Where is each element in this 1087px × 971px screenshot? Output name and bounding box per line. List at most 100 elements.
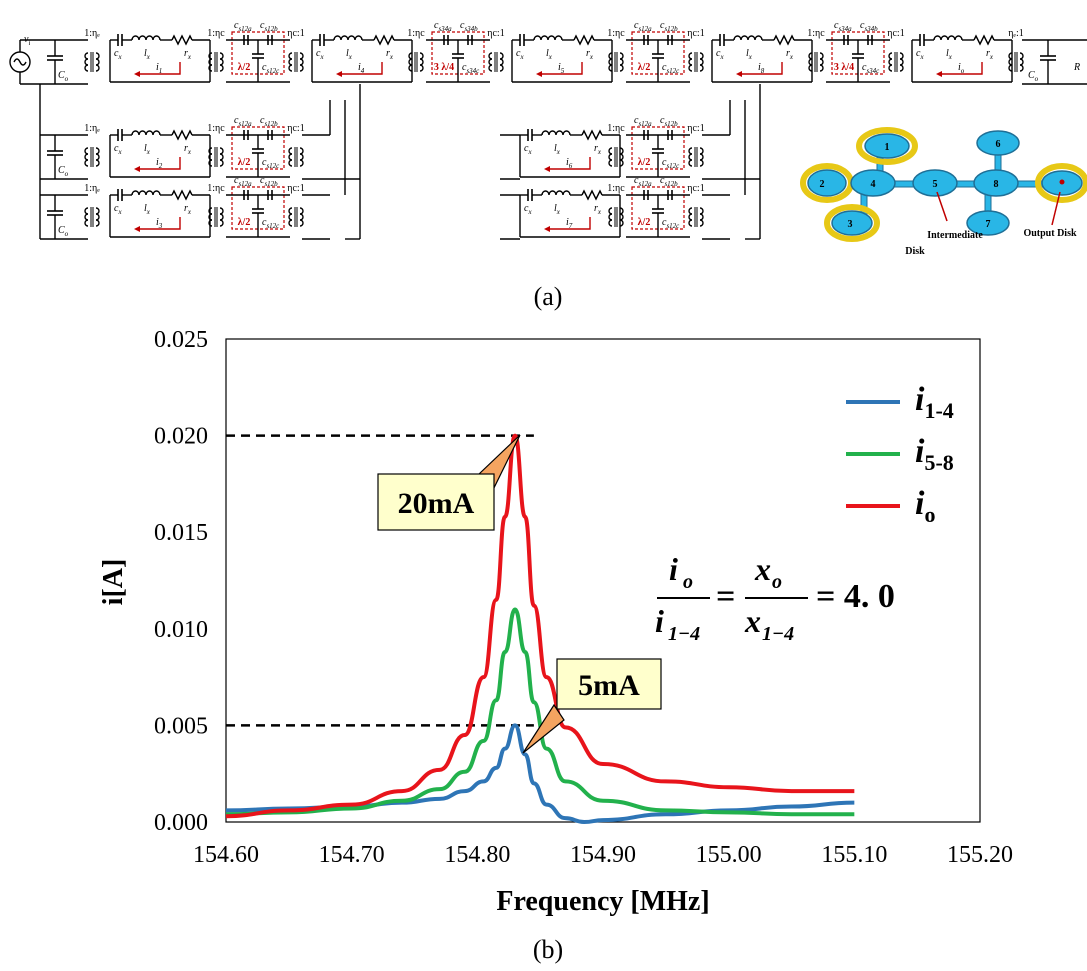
svg-text:1:ηc: 1:ηc xyxy=(807,28,825,39)
svg-text:i3: i3 xyxy=(156,217,163,230)
svg-text:lx: lx xyxy=(144,203,151,216)
svg-text:8: 8 xyxy=(994,179,999,190)
svg-text:cs12a: cs12a xyxy=(234,175,252,188)
intermediate-arrow xyxy=(936,191,948,222)
transformer: 1:ηₑ xyxy=(84,123,100,167)
svg-text:cs12b: cs12b xyxy=(260,175,278,188)
svg-text:i7: i7 xyxy=(566,217,573,230)
svg-text:rx: rx xyxy=(184,143,192,156)
disk-8: 8 xyxy=(973,169,1019,197)
svg-text:lx: lx xyxy=(554,143,561,156)
svg-text:cx: cx xyxy=(114,143,122,156)
svg-text:io: io xyxy=(958,62,965,75)
svg-text:1−4: 1−4 xyxy=(762,623,794,645)
svg-text:1:ηc: 1:ηc xyxy=(207,183,225,194)
svg-text:cx: cx xyxy=(524,143,532,156)
y-tick-label: 0.005 xyxy=(154,713,208,739)
svg-text:i2: i2 xyxy=(156,157,163,170)
svg-text:20mA: 20mA xyxy=(398,487,475,520)
svg-text:3 λ/4: 3 λ/4 xyxy=(834,62,854,73)
svg-text:3: 3 xyxy=(848,219,853,230)
svg-text:cs12c: cs12c xyxy=(262,217,280,230)
svg-text:cx: cx xyxy=(316,48,324,61)
ratio-equation: i o i 1−4 = x o x 1−4 = 4. 0 xyxy=(655,551,895,645)
svg-text:6: 6 xyxy=(996,139,1001,150)
transformer: ηc:1 xyxy=(487,28,505,72)
disk-6: 6 xyxy=(976,130,1020,156)
x-tick-label: 154.80 xyxy=(444,842,510,868)
svg-text:cs12a: cs12a xyxy=(634,115,652,128)
svg-text:1:ηc: 1:ηc xyxy=(407,28,425,39)
y-tick-label: 0.010 xyxy=(154,617,208,643)
x-tick-label: 155.10 xyxy=(821,842,887,868)
svg-text:cs12c: cs12c xyxy=(662,157,680,170)
disk-5: 5 xyxy=(912,169,958,197)
svg-text:i6: i6 xyxy=(566,157,573,170)
x-tick-label: 155.20 xyxy=(947,842,1013,868)
svg-text:rx: rx xyxy=(986,48,994,61)
svg-text:cx: cx xyxy=(524,203,532,216)
x-tick-label: 155.00 xyxy=(696,842,762,868)
svg-text:cs12c: cs12c xyxy=(262,157,280,170)
svg-text:7: 7 xyxy=(986,219,991,230)
transformer: 1:ηₑ xyxy=(84,28,100,72)
svg-text:i4: i4 xyxy=(358,62,365,75)
y-tick-label: 0.025 xyxy=(154,327,208,353)
transformer: ηc:1 xyxy=(687,28,705,72)
svg-text:ηc:1: ηc:1 xyxy=(687,28,704,39)
svg-text:λ/2: λ/2 xyxy=(238,217,251,228)
disk-1: 1 xyxy=(864,133,910,159)
svg-text:1:ηc: 1:ηc xyxy=(207,123,225,134)
legend: i1-4i5-8io xyxy=(846,381,954,527)
svg-text:cx: cx xyxy=(114,48,122,61)
svg-text:cs34c: cs34c xyxy=(462,62,480,75)
svg-text:ηc:1: ηc:1 xyxy=(287,183,304,194)
svg-text:i5: i5 xyxy=(558,62,565,75)
output-arrow xyxy=(1051,191,1061,226)
svg-text:lx: lx xyxy=(546,48,553,61)
svg-text:1:ηₑ: 1:ηₑ xyxy=(84,123,100,134)
svg-text:cx: cx xyxy=(916,48,924,61)
svg-text:1−4: 1−4 xyxy=(668,623,700,645)
svg-text:cx: cx xyxy=(516,48,524,61)
svg-text:cs12a: cs12a xyxy=(234,20,252,33)
legend-label-2: i5-8 xyxy=(915,433,954,475)
svg-text:cs12b: cs12b xyxy=(260,20,278,33)
transformer: ηc:1 xyxy=(687,123,705,167)
svg-text:1:ηₑ: 1:ηₑ xyxy=(84,28,100,39)
transformer: ηc:1 xyxy=(687,183,705,227)
svg-text:=: = xyxy=(716,578,735,615)
svg-text:5mA: 5mA xyxy=(578,669,640,702)
svg-text:cs12c: cs12c xyxy=(262,62,280,75)
resonator-3: cx lx rx i3 xyxy=(109,189,211,238)
svg-text:1: 1 xyxy=(885,142,890,153)
svg-text:o: o xyxy=(772,571,782,593)
svg-text:cx: cx xyxy=(114,203,122,216)
caption-b: (b) xyxy=(533,935,563,964)
disk-output xyxy=(1041,170,1083,196)
transformer: ηc:1 xyxy=(287,183,305,227)
svg-text:rx: rx xyxy=(184,203,192,216)
svg-text:rx: rx xyxy=(386,48,394,61)
coupler-ring-1 xyxy=(856,127,918,165)
svg-text:lx: lx xyxy=(144,143,151,156)
svg-text:cs34a: cs34a xyxy=(434,20,452,33)
caption-a: (a) xyxy=(534,282,563,311)
transformer: 1:ηc xyxy=(207,123,225,167)
svg-text:cs12a: cs12a xyxy=(634,175,652,188)
svg-text:ηc:1: ηc:1 xyxy=(687,183,704,194)
svg-text:cs12c: cs12c xyxy=(662,62,680,75)
svg-text:ηc:1: ηc:1 xyxy=(487,28,504,39)
svg-text:cs34c: cs34c xyxy=(862,62,880,75)
output-disk-label: Output Disk xyxy=(1023,228,1077,239)
series-line-3 xyxy=(225,433,855,819)
transformer: 1:ηc xyxy=(807,28,825,72)
